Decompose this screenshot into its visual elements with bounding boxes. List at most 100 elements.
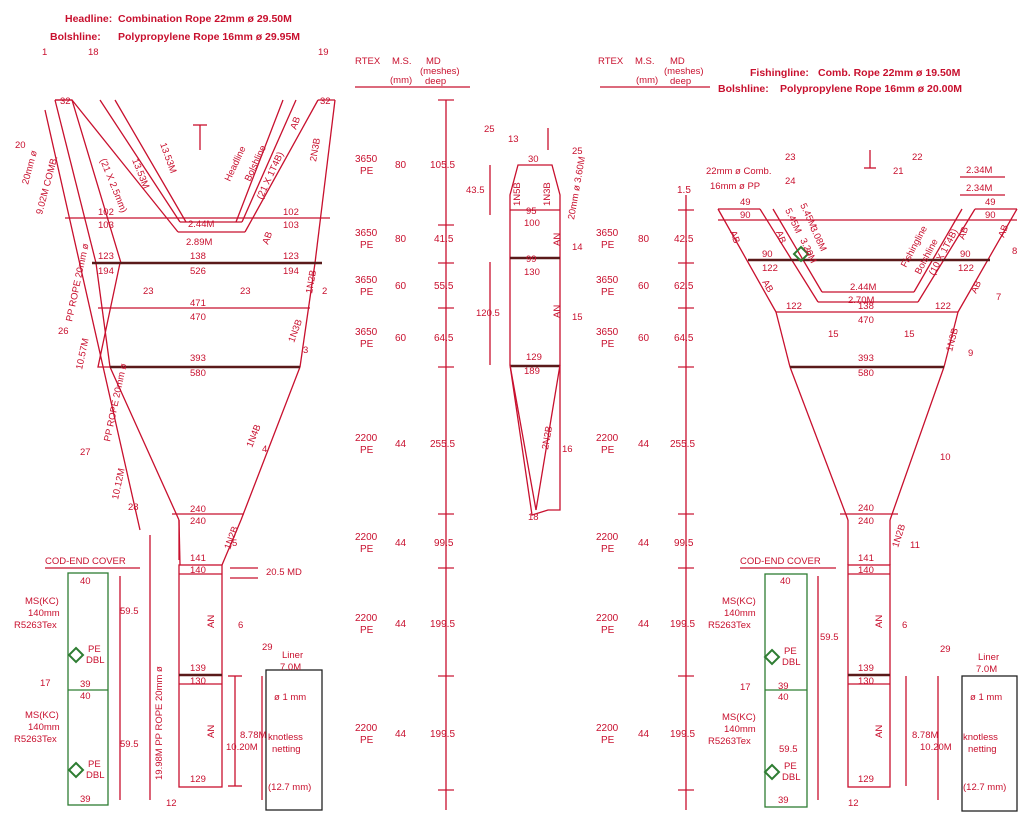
part-label: 24: [785, 176, 796, 187]
num-label: 129: [858, 774, 874, 785]
ab-label: AB: [996, 223, 1011, 239]
an-label: AN: [552, 233, 563, 246]
part-label: 6: [902, 620, 907, 631]
num-label: 240: [858, 516, 874, 527]
num-label: 580: [858, 368, 874, 379]
part-label: 10: [940, 452, 951, 463]
num-label: 130: [524, 267, 540, 278]
num-label: 194: [98, 266, 114, 277]
left-cover-labels: COD-END COVER 40 MS(KC) 140mm R5263Tex 5…: [14, 556, 139, 805]
rt-md: 255.5: [670, 439, 695, 450]
part-label: 18: [88, 47, 99, 58]
rope-label: 20mm ø: [20, 149, 40, 186]
part-label: 8: [1012, 246, 1017, 257]
right-edge-mid: [299, 262, 316, 368]
lt-mat: PE: [360, 625, 374, 636]
part-label: 25: [484, 124, 495, 135]
cover-spec: 140mm: [724, 608, 756, 619]
right-net-labels: 22mm ø Comb. 16mm ø PP 23 24 22 21 2.34M…: [706, 152, 1017, 809]
num-label: 100: [524, 218, 540, 229]
num-label: 90: [985, 210, 996, 221]
left-outer-edge-low: [109, 366, 180, 521]
dim-label: 2.34M: [966, 183, 992, 194]
middle-piece: [509, 164, 561, 516]
rt-md: 99.5: [674, 538, 694, 549]
num-label: 189: [524, 366, 540, 377]
an-label: AN: [552, 305, 563, 318]
part-label: 23: [240, 286, 251, 297]
bar-label: 1N4B: [245, 423, 264, 449]
rope-label: 13.53M: [157, 141, 178, 175]
right-inner-v1: [244, 99, 319, 233]
cover-title: COD-END COVER: [45, 556, 126, 567]
part-label: 5: [232, 538, 237, 549]
rt-ms: 44: [638, 439, 650, 450]
right-liner-labels: 29 Liner 7.0M ø 1 mm knotless netting (1…: [940, 644, 1006, 793]
num-label: 40: [780, 576, 791, 587]
lt-ms: 44: [395, 619, 407, 630]
part-label: 18: [528, 512, 539, 523]
left-table: 3650 PE 80 105.5 3650 PE 80 41.5 3650 PE…: [355, 154, 455, 746]
num-label: 120.5: [476, 308, 500, 319]
right-table: 1.5 3650 PE 80 42.5 3650 PE 60 62.5 3650…: [596, 185, 695, 746]
num-label: 59.5: [820, 632, 839, 643]
part-label: 20: [15, 140, 26, 151]
liner-len: 7.0M: [280, 662, 301, 673]
rope-spec: 22mm ø Comb.: [706, 166, 771, 177]
lt-mat: PE: [360, 445, 374, 456]
rope-label: 9.02M COMB.: [34, 155, 60, 216]
num-label: 140: [190, 565, 206, 576]
num-label: 40: [80, 691, 91, 702]
num-label: 59.5: [120, 739, 139, 750]
md-label: 20.5 MD: [266, 567, 302, 578]
num-label: 43.5: [466, 185, 485, 196]
num-label: 49: [985, 197, 996, 208]
ab-label: AB: [759, 278, 775, 294]
left-bolsh-value: Polypropylene Rope 16mm ø 29.95M: [118, 31, 300, 43]
rt-rtex: 2200: [596, 532, 619, 543]
part-label: 25: [572, 146, 583, 157]
r-inner-r2: [913, 208, 963, 293]
left-outer-edge-top: [54, 99, 97, 264]
num-label: 32: [320, 96, 331, 107]
num-label: 123: [283, 251, 299, 262]
col-rtex-r: RTEX: [598, 56, 624, 67]
left-bolsh-label: Bolshline:: [50, 31, 101, 43]
dim-label: 10.20M: [920, 742, 952, 753]
left-inner-v3: [114, 99, 187, 223]
dim-label: 10.20M: [226, 742, 258, 753]
lt-ms: 60: [395, 333, 407, 344]
mid-point-r: [535, 364, 561, 511]
num-label: 40: [80, 576, 91, 587]
lt-rtex: 3650: [355, 275, 378, 286]
part-label: 22: [912, 152, 923, 163]
pe-diamonds: [67, 245, 810, 781]
num-label: 130: [858, 676, 874, 687]
lt-mat: PE: [360, 166, 374, 177]
col-meshes-r: (meshes): [664, 66, 704, 77]
r-left-mid: [775, 311, 791, 368]
left-rope-line: [44, 109, 141, 531]
lt-rtex: 2200: [355, 723, 378, 734]
lt-md: 41.5: [434, 234, 454, 245]
part-label: 15: [828, 329, 839, 340]
num-label: 393: [190, 353, 206, 364]
part-label: 19: [318, 47, 329, 58]
num-label: 59.5: [120, 606, 139, 617]
cover-spec: MS(KC): [25, 710, 59, 721]
part-label: 6: [238, 620, 243, 631]
lt-rtex: 2200: [355, 532, 378, 543]
lt-rtex: 2200: [355, 433, 378, 444]
rope-spec: 16mm ø PP: [710, 181, 760, 192]
num-label: 580: [190, 368, 206, 379]
rope-label: 19.98M PP ROPE 20mm ø: [154, 666, 165, 780]
num-label: 90: [960, 249, 971, 260]
part-label: 23: [785, 152, 796, 163]
cover-spec: MS(KC): [722, 712, 756, 723]
ab-label: AB: [727, 229, 742, 245]
rt-md: 199.5: [670, 619, 695, 630]
left-liner-labels: Liner 7.0M ø 1 mm knotless netting (12.7…: [268, 650, 311, 793]
num-label: 39: [80, 679, 91, 690]
lt-mat: PE: [360, 735, 374, 746]
ab-label: AB: [260, 230, 275, 246]
